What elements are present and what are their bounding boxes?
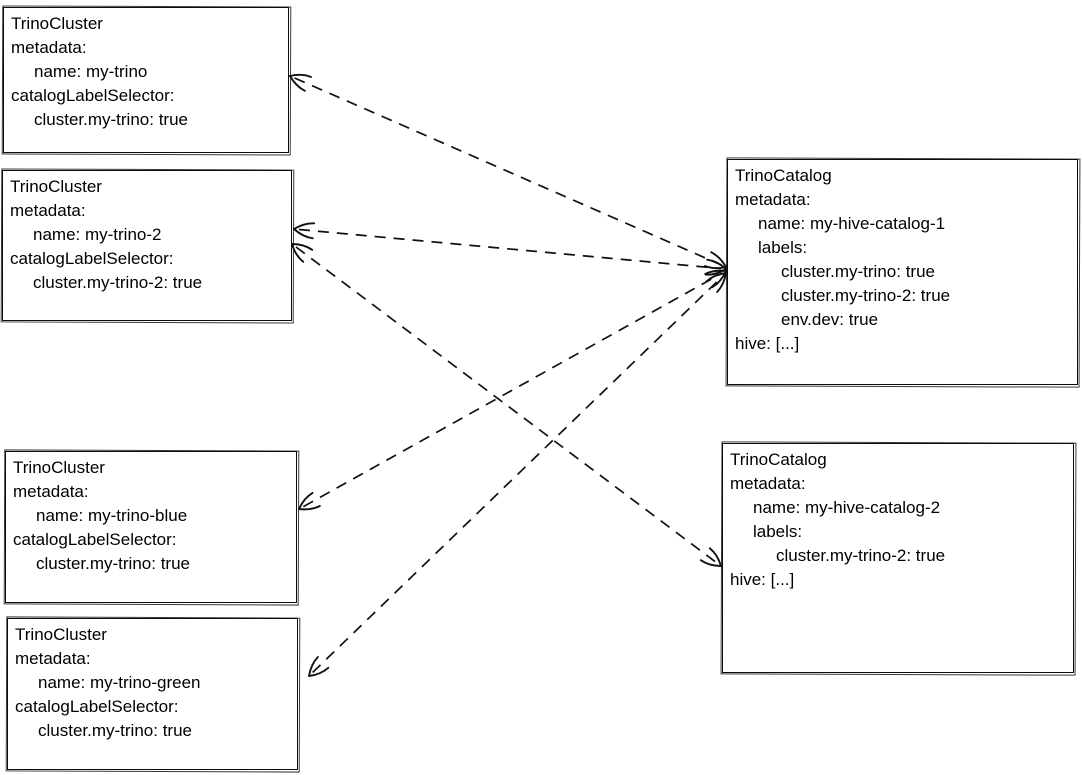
yaml-line: TrinoCluster bbox=[13, 458, 105, 477]
yaml-line: catalogLabelSelector: bbox=[11, 86, 175, 105]
yaml-line: name: my-trino-blue bbox=[36, 506, 188, 525]
arrowhead-icon bbox=[291, 243, 305, 263]
yaml-line: TrinoCatalog bbox=[735, 166, 832, 185]
relation-arrow-my-trino-blue--my-hive-catalog-1 bbox=[298, 269, 727, 511]
yaml-line: cluster.my-trino-2: true bbox=[781, 286, 951, 305]
arrow-shaft bbox=[302, 272, 723, 508]
arrowhead-icon bbox=[298, 491, 314, 510]
node-trinocluster-my-trino-blue: TrinoCluster metadata: name: my-trino-blue… bbox=[5, 451, 297, 603]
node-trinocluster-my-trino-green: TrinoCluster metadata: name: my-trino-gree… bbox=[7, 618, 298, 770]
node-trinocluster-my-trino-2: TrinoCluster metadata: name: my-trino-2 cat… bbox=[2, 170, 292, 321]
arrowhead-icon bbox=[710, 251, 727, 268]
yaml-line: name: my-trino-green bbox=[38, 673, 201, 692]
yaml-line: metadata: bbox=[730, 474, 806, 493]
arrowhead-icon bbox=[708, 547, 722, 567]
arrowhead-icon bbox=[704, 269, 727, 275]
relation-arrow-my-trino-2--my-hive-catalog-1 bbox=[293, 222, 727, 276]
yaml-line: TrinoCluster bbox=[11, 14, 103, 33]
relation-arrow-my-trino-green--my-hive-catalog-1 bbox=[308, 272, 727, 677]
yaml-line: name: my-hive-catalog-1 bbox=[758, 214, 946, 233]
arrowhead-icon bbox=[293, 222, 316, 230]
yaml-line: name: my-trino bbox=[34, 62, 148, 81]
arrowhead-icon bbox=[289, 75, 306, 92]
yaml-line: metadata: bbox=[11, 38, 87, 57]
yaml-line: catalogLabelSelector: bbox=[13, 530, 177, 549]
arrowhead-icon bbox=[308, 656, 319, 677]
yaml-line: metadata: bbox=[15, 649, 91, 668]
arrow-shaft bbox=[295, 246, 718, 564]
relation-arrow-my-trino-2--my-hive-catalog-2 bbox=[291, 243, 722, 567]
yaml-line: catalogLabelSelector: bbox=[10, 249, 174, 268]
yaml-line: hive: [...] bbox=[730, 570, 795, 589]
arrowhead-icon bbox=[308, 666, 330, 677]
node-trinocatalog-my-hive-catalog-1: TrinoCatalog metadata: name: my-hive-catal… bbox=[727, 159, 1078, 385]
yaml-line: env.dev: true bbox=[781, 310, 879, 329]
yaml-line: TrinoCluster bbox=[10, 177, 102, 196]
yaml-line: TrinoCluster bbox=[15, 625, 107, 644]
yaml-line: cluster.my-trino: true bbox=[38, 721, 192, 740]
yaml-line: name: my-hive-catalog-2 bbox=[753, 498, 941, 517]
arrowhead-icon bbox=[704, 265, 727, 270]
arrowhead-icon bbox=[706, 258, 727, 270]
node-trinocluster-my-trino: TrinoCluster metadata: name: my-trino catal… bbox=[3, 7, 289, 153]
arrowhead-icon bbox=[699, 559, 722, 567]
yaml-line: cluster.my-trino: true bbox=[781, 262, 935, 281]
arrowhead-icon bbox=[291, 243, 314, 251]
arrow-shaft bbox=[298, 228, 722, 270]
arrowhead-icon bbox=[716, 272, 727, 293]
arrowhead-icon bbox=[705, 272, 727, 283]
yaml-line: catalogLabelSelector: bbox=[15, 697, 179, 716]
arrowhead-icon bbox=[704, 268, 727, 276]
yaml-line: cluster.my-trino-2: true bbox=[33, 273, 203, 292]
yaml-line: hive: [...] bbox=[735, 334, 800, 353]
arrow-shaft bbox=[312, 275, 723, 674]
yaml-line: cluster.my-trino: true bbox=[34, 110, 188, 129]
arrowhead-icon bbox=[289, 73, 312, 78]
yaml-line: cluster.my-trino: true bbox=[36, 554, 190, 573]
yaml-line: labels: bbox=[758, 238, 808, 257]
node-trinocatalog-my-hive-catalog-2: TrinoCatalog metadata: name: my-hive-catal… bbox=[722, 443, 1074, 673]
yaml-line: metadata: bbox=[13, 482, 89, 501]
yaml-line: TrinoCatalog bbox=[730, 450, 827, 469]
yaml-line: name: my-trino-2 bbox=[33, 225, 162, 244]
arrowhead-icon bbox=[293, 228, 314, 240]
yaml-line: metadata: bbox=[735, 190, 811, 209]
arrow-shaft bbox=[294, 77, 722, 266]
yaml-line: labels: bbox=[753, 522, 803, 541]
arrowhead-icon bbox=[298, 505, 321, 511]
yaml-line: cluster.my-trino-2: true bbox=[776, 546, 946, 565]
arrowhead-icon bbox=[711, 270, 727, 289]
relation-arrow-my-trino--my-hive-catalog-1 bbox=[289, 73, 727, 270]
yaml-line: metadata: bbox=[10, 201, 86, 220]
